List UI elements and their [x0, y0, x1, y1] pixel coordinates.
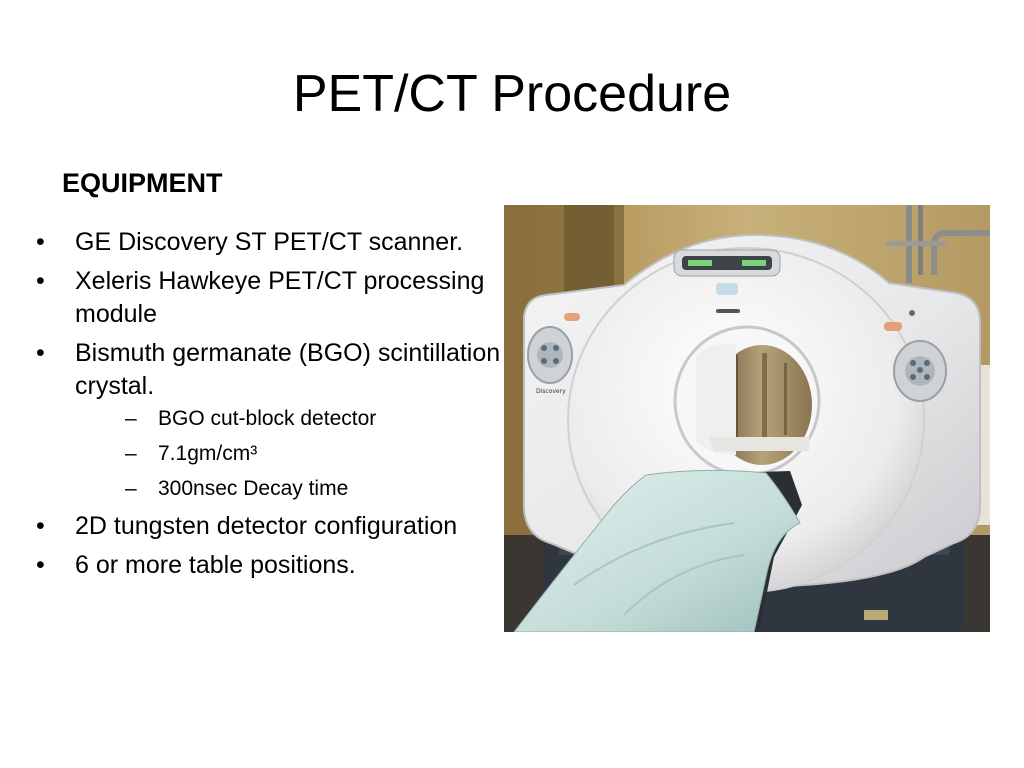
bullet-item: GE Discovery ST PET/CT scanner. — [36, 226, 506, 259]
bullet-item: 2D tungsten detector configuration — [36, 510, 506, 543]
sub-bullet-item: 7.1gm/cm³ — [75, 440, 506, 468]
bullet-item: Bismuth germanate (BGO) scintillation cr… — [36, 337, 506, 503]
sub-bullet-item: BGO cut-block detector — [75, 405, 506, 433]
slide-title: PET/CT Procedure — [292, 65, 732, 123]
section-heading: EQUIPMENT — [62, 168, 223, 198]
sub-bullet-list: BGO cut-block detector 7.1gm/cm³ 300nsec… — [75, 405, 506, 503]
bullet-list: GE Discovery ST PET/CT scanner. Xeleris … — [36, 226, 506, 588]
sub-bullet-item: 300nsec Decay time — [75, 475, 506, 503]
bullet-item-text: Bismuth germanate (BGO) scintillation cr… — [75, 339, 501, 400]
pet-ct-scanner-photo: Discovery — [504, 205, 990, 632]
scanner-brand-label: Discovery — [536, 388, 566, 395]
bullet-item: 6 or more table positions. — [36, 549, 506, 582]
bullet-item: Xeleris Hawkeye PET/CT processing module — [36, 265, 506, 331]
